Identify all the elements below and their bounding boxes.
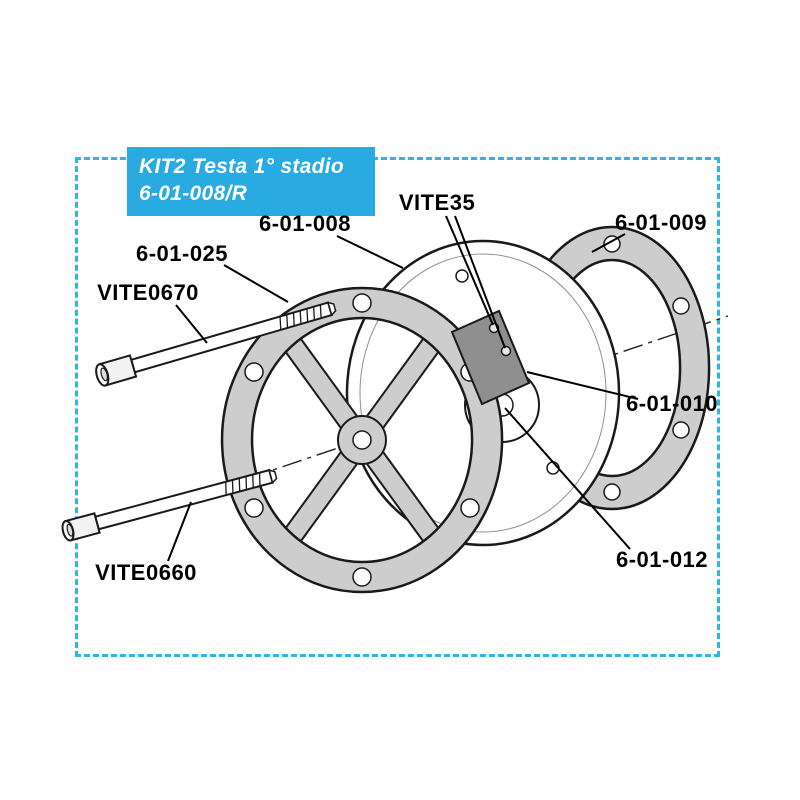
bolt-hole [244,362,264,382]
bolt-hole [352,293,372,313]
kit-title-box: KIT2 Testa 1° stadio 6-01-008/R [127,147,375,216]
label-left-gasket: 6-01-025 [135,241,229,266]
bolt-hole [244,498,264,518]
bolt-hole [672,421,690,439]
face-hole [455,269,469,283]
label-valve: 6-01-010 [625,391,719,416]
label-seat: 6-01-012 [615,547,709,572]
leader-screw-bottom [167,501,192,562]
screw-bottom-part [61,468,278,542]
hub-hole [352,430,372,450]
leader-vite35-a [445,215,494,326]
hex-socket [66,523,74,537]
leader-left-gasket [223,264,289,303]
leader-lines [167,215,639,562]
kit-title-line2: 6-01-008/R [139,182,248,206]
label-vite35: VITE35 [398,190,476,215]
bolt-hole [603,483,621,501]
label-head: 6-01-008 [258,211,352,236]
left-gasket-part [220,286,504,594]
leader-screw-top [175,304,208,344]
kit-title-line1: KIT2 Testa 1° stadio [139,155,345,178]
label-screw-top: VITE0670 [97,280,199,305]
screw-top-part [95,301,337,387]
bolt-hole [672,297,690,315]
leader-seat [504,407,631,550]
label-right-gasket: 6-01-009 [614,210,708,235]
leader-valve [526,371,639,400]
leader-head [336,235,404,269]
valve-screw [500,345,512,357]
bolt-hole [352,567,372,587]
kit-boundary-box [75,157,720,657]
bolt-hole [460,498,480,518]
leader-vite35-b [454,215,506,349]
leader-right-gasket [591,233,626,253]
valve-plate-part [450,309,531,406]
label-screw-bottom: VITE0660 [95,560,197,585]
hex-socket [100,367,109,382]
